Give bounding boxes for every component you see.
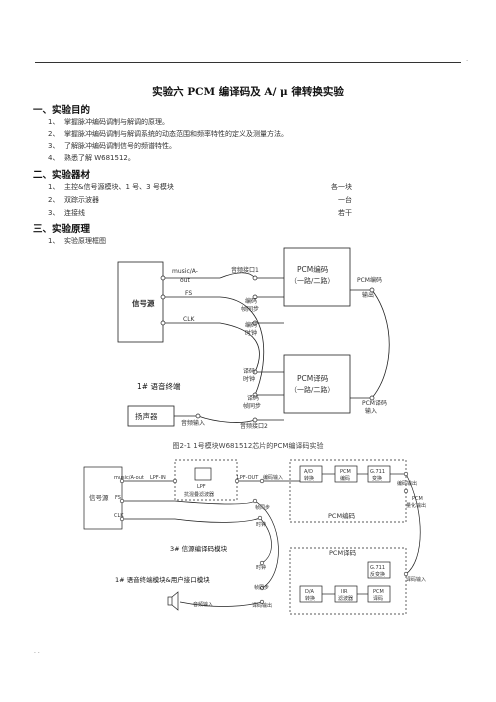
d1-terminal: 1# 语音终端 [137,381,181,391]
d2-clock2: 时钟 [256,564,266,571]
d2-quant: PCM [412,496,423,502]
d1-port-fs: FS [185,290,192,297]
d1-enc-frame: 编码 [245,297,257,305]
d2-g711-inv-box [367,561,391,579]
d2-pcm-dec-title: PCM译码 [329,549,357,557]
signal-source-box [117,261,164,343]
equipment-qty: 若干 [338,209,352,217]
d2-dec-in: 译码输入 [406,576,426,583]
d2-enc-out: 编码输出 [397,480,417,487]
d2-pcm-dec-2: 译码 [373,595,383,602]
d2-audio-input: 音频输入 [193,601,213,608]
d1-dec-in-2: 输入 [365,407,377,415]
header-rule [35,62,461,63]
list-item: 1、实验原理框图 [48,237,106,245]
d2-module1: 1# 语音终端模块&用户接口模块 [115,575,210,584]
list-item: 4、熟悉了解 W681512。 [48,154,135,162]
equipment-qty: 一台 [338,196,352,204]
pcm-decoder-box [283,354,351,414]
list-item: 2、掌握脉冲编码调制与解调系统的动态范围和频率特性的定义及测量方法。 [48,130,288,138]
d2-dec-out: 译码输出 [252,602,272,609]
d2-lpf-out: LPF-OUT [237,475,259,481]
d2-module3: 3# 信源编译码模块 [170,544,228,553]
d1-port-music-2: out [180,277,190,284]
d1-dec-frame: 译码 [247,394,259,402]
d2-pcm-enc-2: 编码 [340,475,350,482]
equipment-qty: 各一块 [331,183,352,191]
d1-audio-out2: 音频接口2 [240,422,268,430]
pcm-encoder-box [283,247,351,307]
d2-lpf-name: 抗混叠滤波器 [184,491,214,498]
list-item: 1、主控&信号源模块、1 号、3 号模块 [48,183,174,191]
list-item: 2、双踪示波器 [48,196,99,204]
section-heading-principle: 三、实验原理 [33,224,91,235]
d1-dec-in: PCM译码 [362,399,387,407]
d1-signal-source: 信号源 [132,298,155,308]
d1-audio-input: 音频输入 [181,419,205,427]
d2-ad-2: 转换 [304,475,314,482]
d1-audio-in1: 音频接口1 [231,266,259,274]
d1-enc-frame-2: 帧同步 [241,305,259,313]
d2-enc-in: 编码输入 [263,474,283,481]
d2-ad: A/D [304,469,313,475]
d1-pcm-dec-2: （一路/二路） [290,385,334,394]
d2-g711-2: 变换 [372,475,382,482]
d1-enc-clk: 编码 [245,321,257,329]
d2-lpf-box [194,467,212,481]
d1-port-clk: CLK [183,316,196,323]
d2-da: D/A [305,589,315,595]
section-heading-purpose: 一、实验目的 [33,105,91,116]
d2-port-clk: CLK [114,513,124,519]
d2-pcm-enc-title: PCM编码 [328,511,356,520]
d1-dec-clk-2: 时钟 [243,375,255,383]
list-item: 3、连接线 [48,209,85,217]
list-item: 1、掌握脉冲编码调制与解调的原理。 [48,118,169,126]
d2-enc-dashed [289,459,407,523]
d1-port-music: music/A- [172,268,198,275]
d1-dec-clk: 译码 [243,367,255,375]
d1-dec-frame-2: 帧同步 [243,402,261,410]
d2-quant-2: 量化输出 [406,502,426,509]
d2-iir-2: 滤波器 [338,595,353,602]
d2-signal-source-box [83,466,123,530]
d2-iir: IIR [341,589,348,595]
page-title: 实验六 PCM 编译码及 A/ μ 律转换实验 [152,86,344,98]
section-heading-equipment: 二、实验器材 [33,170,91,181]
d2-g711: G.711 [370,469,385,475]
d1-pcm-dec: PCM译码 [297,374,329,383]
d2-clock: 时钟 [256,521,266,528]
d2-dec-dashed [289,547,407,615]
header-mark: . [466,56,468,63]
d1-pcm-enc-2: （一路/二路） [290,276,334,285]
d2-pcm-dec: PCM [373,589,384,595]
d2-signal-source: 信号源 [89,493,109,502]
d1-enc-out-2: 输出 [362,291,374,299]
figure-caption: 图2-1 1号模块W681512芯片的PCM编译码实验 [172,442,324,450]
d1-pcm-enc: PCM编码 [297,264,329,274]
d2-lpf-label: LPF [197,484,206,490]
d2-g711-inv-2: 反变换 [370,571,385,578]
d2-g711-inv: G.711 [370,565,385,571]
d1-speaker: 扬声器 [135,411,158,421]
d2-da-2: 转换 [305,595,315,602]
d2-frame-sync2: 帧同步 [254,584,269,591]
d2-lpf-in: LPF-IN [150,475,166,481]
d1-enc-out: PCM编码 [357,276,382,284]
d2-pcm-enc: PCM [340,469,351,475]
list-item: 3、了解脉冲编码调制信号的频谱特性。 [48,142,176,150]
footer-mark: . . [34,648,40,655]
d1-enc-clk-2: 时钟 [245,329,257,337]
d2-port-music: music/A-out [114,475,144,481]
d2-port-fs: FS [115,495,121,501]
d2-frame-sync: 帧同步 [255,504,270,511]
